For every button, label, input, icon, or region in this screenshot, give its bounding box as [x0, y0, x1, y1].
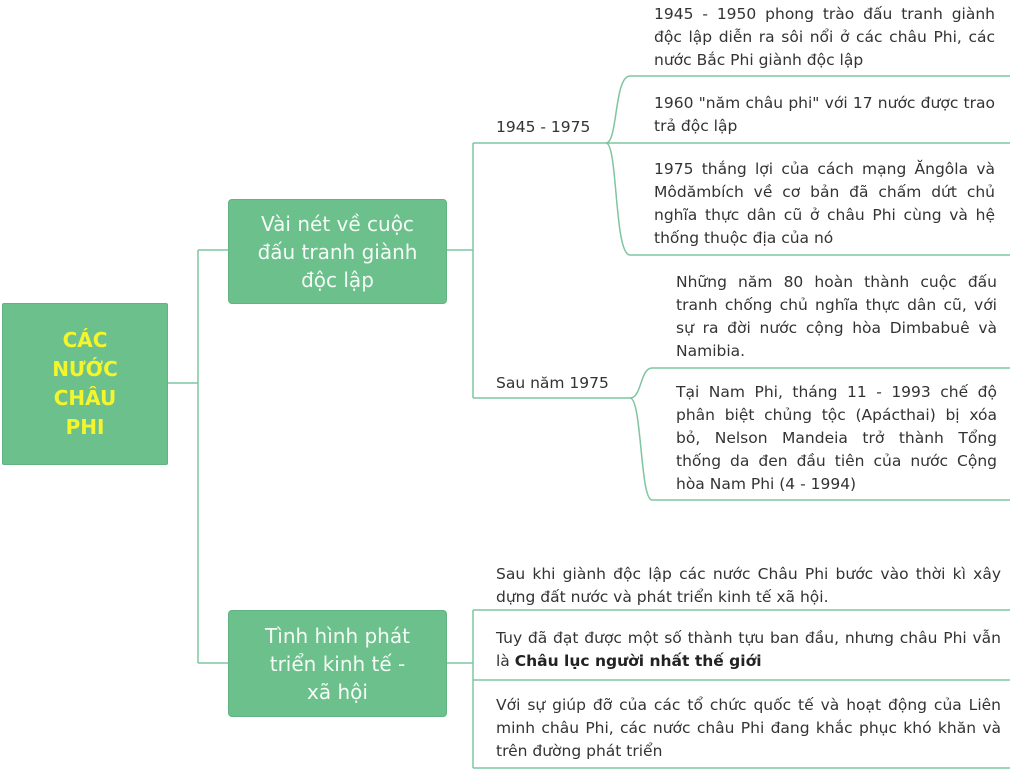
period-label-1945-1975: 1945 - 1975 — [496, 118, 591, 136]
leaf-item: 1975 thắng lợi của cách mạng Ăngôla và M… — [654, 160, 995, 247]
leaf-item: Những năm 80 hoàn thành cuộc đấu tranh c… — [676, 273, 997, 360]
leaf-item: Tại Nam Phi, tháng 11 - 1993 chế độ phân… — [676, 383, 997, 493]
root-label: CÁC NƯỚC CHÂU PHI — [52, 328, 118, 439]
branch-socioeconomic-development: Tình hình phát triển kinh tế - xã hội — [228, 610, 447, 717]
leaf-item: 1945 - 1950 phong trào đấu tranh giành đ… — [654, 5, 995, 69]
leaf-item: Tuy đã đạt được một số thành tựu ban đầu… — [496, 627, 1001, 673]
leaf-bold-text: Châu lục người nhất thế giới — [514, 652, 762, 670]
root-node: CÁC NƯỚC CHÂU PHI — [2, 303, 168, 465]
period-label-after-1975: Sau năm 1975 — [496, 374, 609, 392]
leaf-item: Với sự giúp đỡ của các tổ chức quốc tế v… — [496, 696, 1001, 760]
leaf-item: Sau khi giành độc lập các nước Châu Phi … — [496, 565, 1001, 606]
leaf-text: Tuy đã đạt được một số thành tựu ban đầu… — [496, 629, 1001, 670]
branch-independence-struggle: Vài nét về cuộc đấu tranh giành độc lập — [228, 199, 447, 304]
branch-label: Vài nét về cuộc đấu tranh giành độc lập — [257, 211, 418, 292]
branch-label: Tình hình phát triển kinh tế - xã hội — [265, 623, 410, 704]
leaf-item: 1960 "năm châu phi" với 17 nước được tra… — [654, 94, 995, 135]
